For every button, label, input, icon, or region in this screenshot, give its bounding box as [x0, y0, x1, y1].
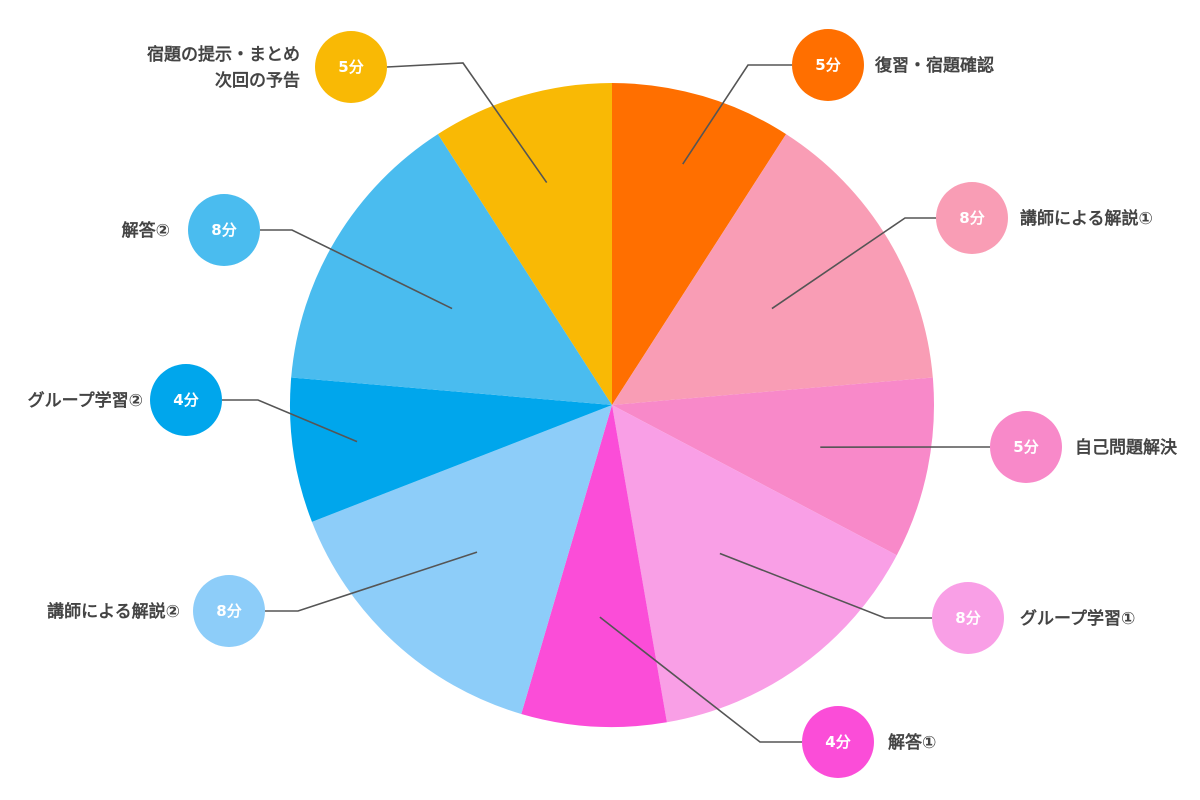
leader-line	[386, 62, 548, 184]
value-badge	[990, 411, 1062, 483]
pie-slice	[612, 377, 934, 556]
value-badge	[936, 182, 1008, 254]
pie-slice	[437, 83, 612, 405]
value-badges: 5分 8分 5分 8分 4分 8分 4分 8分 5分	[150, 29, 1062, 778]
value-badge-text: 8分	[216, 602, 241, 620]
slice-label: 講師による解説②	[47, 601, 180, 622]
pie-slice	[612, 134, 933, 405]
pie-slice	[291, 134, 612, 405]
pie-slice	[311, 405, 612, 714]
value-badge-text: 5分	[338, 58, 363, 76]
slice-label: 次回の予告	[215, 70, 300, 91]
leader-line	[771, 217, 936, 310]
pie-slice	[612, 405, 897, 723]
value-badge-text: 8分	[959, 209, 984, 227]
leader-line	[719, 552, 932, 619]
value-badge-text: 8分	[955, 609, 980, 627]
value-badge-text: 8分	[211, 221, 236, 239]
slice-label: グループ学習①	[1020, 608, 1135, 629]
slice-label: 宿題の提示・まとめ	[147, 44, 300, 65]
value-badge	[150, 364, 222, 436]
slice-label: グループ学習②	[28, 390, 143, 411]
slice-label: 自己問題解決	[1075, 437, 1178, 458]
value-badge-text: 5分	[1013, 438, 1038, 456]
value-badge	[792, 29, 864, 101]
pie-slice	[612, 83, 787, 405]
slice-label: 解答①	[888, 732, 936, 753]
pie-slice	[290, 377, 612, 522]
slice-label: 講師による解説①	[1020, 208, 1153, 229]
leader-line	[222, 399, 358, 443]
leader-line	[599, 616, 802, 743]
leader-line	[260, 229, 453, 310]
value-badge	[188, 194, 260, 266]
leader-lines	[222, 62, 990, 743]
value-badge	[315, 31, 387, 103]
value-badge	[802, 706, 874, 778]
value-badge	[193, 575, 265, 647]
leader-line	[265, 551, 478, 612]
pie-slices	[290, 83, 934, 727]
leader-line	[682, 64, 792, 165]
pie-slice	[521, 405, 667, 727]
value-badge-text: 4分	[825, 733, 850, 751]
slice-label: 解答②	[122, 220, 170, 241]
value-badge	[932, 582, 1004, 654]
value-badge-text: 4分	[173, 391, 198, 409]
slice-label: 復習・宿題確認	[874, 55, 994, 76]
value-badge-text: 5分	[815, 56, 840, 74]
